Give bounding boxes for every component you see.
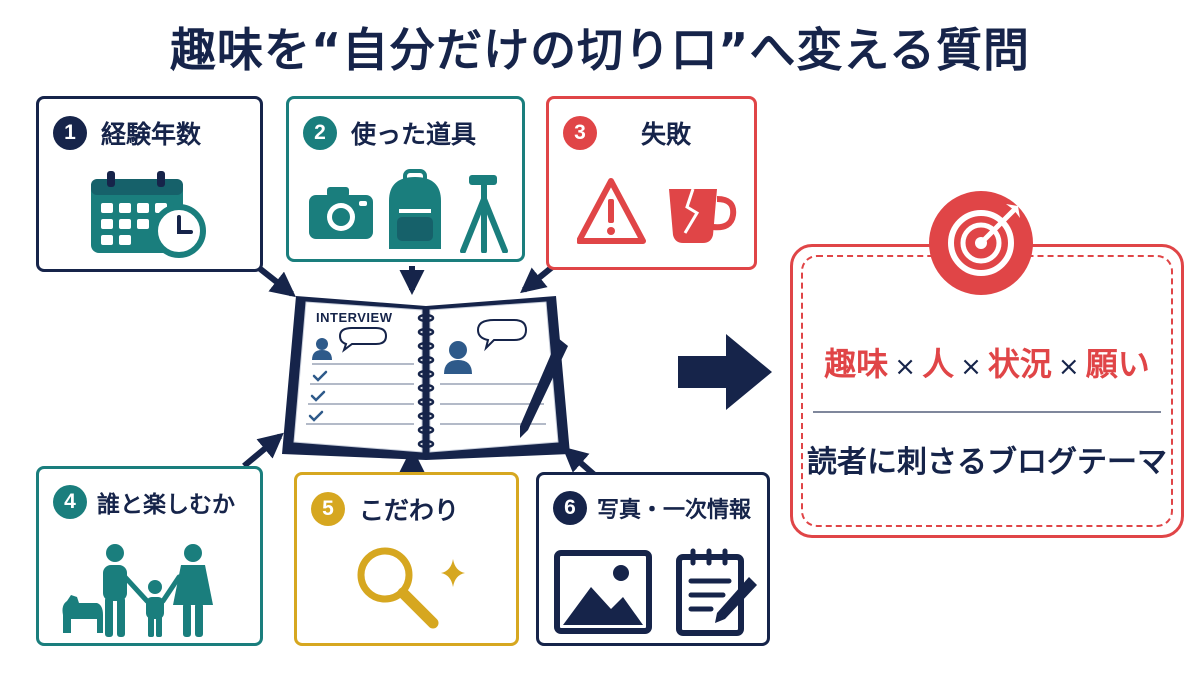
result-arrow-icon <box>678 334 772 410</box>
formula-separator: × <box>894 352 917 382</box>
step-number-1: 1 <box>53 116 87 150</box>
card-with-whom: 4 誰と楽しむか <box>36 466 263 646</box>
formula-separator: × <box>1057 352 1080 382</box>
step-number-4: 4 <box>53 485 87 519</box>
formula-term-situation: 状況 <box>987 345 1052 383</box>
result-divider <box>813 411 1161 413</box>
card-label-tools-used: 使った道具 <box>351 120 477 149</box>
person-icon <box>444 341 472 374</box>
card-label-particulars: こだわり <box>359 496 460 525</box>
step-number-3: 3 <box>563 116 597 150</box>
card-label-with-whom: 誰と楽しむか <box>97 492 235 518</box>
card-particulars: 5 こだわり <box>294 472 519 646</box>
card-photos-primary-info: 6 写真・一次情報 <box>536 472 770 646</box>
camera-backpack-tripod-icon <box>309 169 508 253</box>
card-label-failures: 失敗 <box>641 120 692 149</box>
card-label-photos-primary-info: 写真・一次情報 <box>597 498 752 523</box>
photo-notepad-icon <box>554 548 757 636</box>
user-speech-icon <box>312 338 332 360</box>
formula-separator: × <box>960 352 982 382</box>
warning-broken-cup-icon <box>577 178 737 244</box>
step-number-2: 2 <box>303 116 337 150</box>
formula-term-hobby: 趣味 <box>824 345 889 383</box>
step-number-6: 6 <box>553 491 587 525</box>
pen-icon <box>520 338 568 438</box>
family-dog-icon <box>62 544 213 637</box>
card-experience-years: 1 経験年数 <box>36 96 263 272</box>
formula-term-person: 人 <box>922 345 955 383</box>
result-box: 趣味×人×状況×願い 読者に刺さるブログテーマ <box>790 244 1184 538</box>
notebook-header: INTERVIEW <box>316 310 393 325</box>
card-tools-used: 2 使った道具 <box>286 96 525 262</box>
interview-notebook: INTERVIEW <box>282 296 570 460</box>
checkmark-icon <box>308 370 328 422</box>
formula-term-wish: 願い <box>1085 345 1150 383</box>
calendar-clock-icon <box>91 171 206 258</box>
step-number-5: 5 <box>311 492 345 526</box>
card-failures: 3 失敗 <box>546 96 757 270</box>
magnifier-sparkle-icon <box>357 547 465 629</box>
result-theme: 読者に刺さるブログテーマ <box>807 445 1167 480</box>
card-label-experience-years: 経験年数 <box>101 120 202 149</box>
target-icon <box>929 191 1033 295</box>
theme-formula: 趣味×人×状況×願い <box>793 339 1181 385</box>
arrow-from-card-4 <box>242 432 284 469</box>
page-title: 趣味を“自分だけの切り口”へ変える質問 <box>169 23 1031 77</box>
